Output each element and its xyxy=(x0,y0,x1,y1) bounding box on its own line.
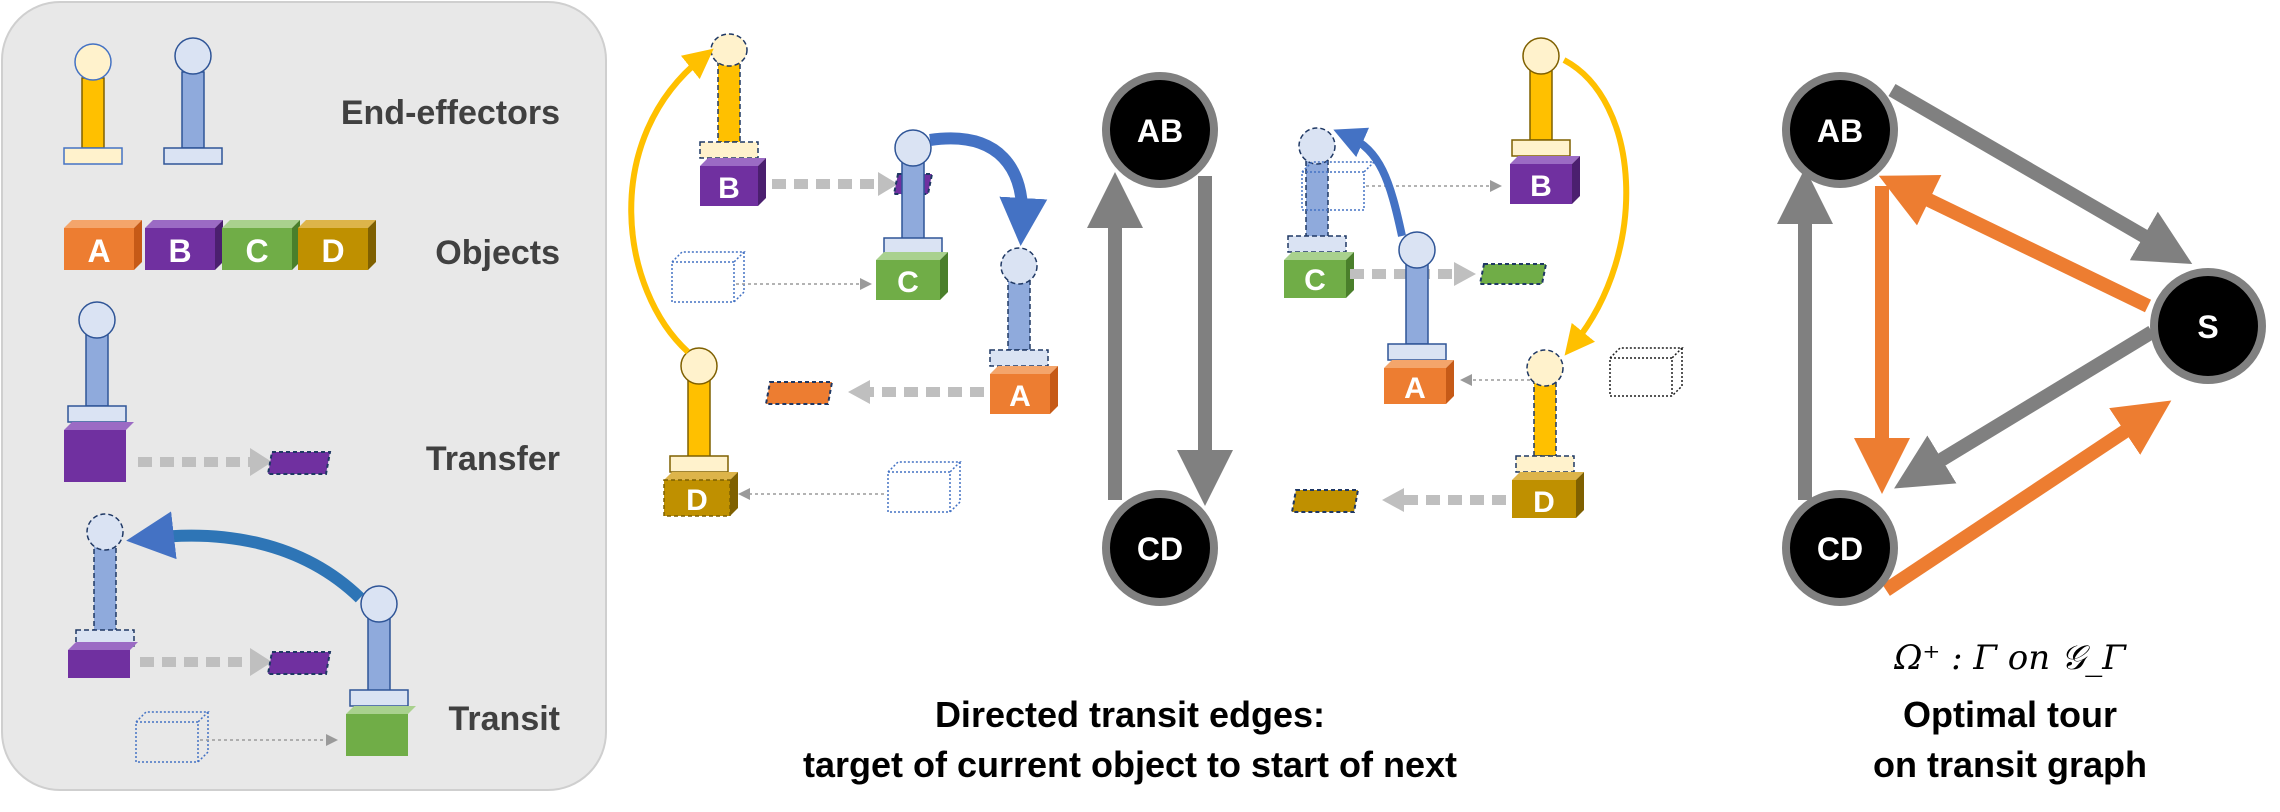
tour-edge-cd-s xyxy=(1882,400,2172,596)
scene-right-c-letter: C xyxy=(1304,264,1326,297)
middle-caption: Directed transit edges: target of curren… xyxy=(700,690,1560,790)
middle-graph: AB CD xyxy=(1087,72,1233,606)
transit-illustration xyxy=(68,511,416,763)
object-b: B xyxy=(145,220,223,270)
edge-s-cd xyxy=(1894,326,2156,489)
scene-right-b-letter: B xyxy=(1530,170,1552,203)
scene-left-d-letter: D xyxy=(686,484,708,517)
object-d: D xyxy=(298,220,376,270)
scene-left: B C A D xyxy=(628,33,1058,517)
objects-label: Objects xyxy=(435,234,560,272)
middle-node-cd-label: CD xyxy=(1137,531,1183,567)
transit-graph: AB S CD xyxy=(1777,72,2266,606)
middle-node-ab: AB xyxy=(1102,72,1218,188)
transit-label: Transit xyxy=(449,700,560,738)
graph-node-ab-label: AB xyxy=(1817,113,1863,149)
middle-node-ab-label: AB xyxy=(1137,113,1183,149)
object-b-letter: B xyxy=(168,233,191,269)
graph-node-s-label: S xyxy=(2197,309,2218,345)
scene-left-a-letter: A xyxy=(1009,380,1031,413)
scene-left-b-letter: B xyxy=(718,172,740,205)
transfer-label: Transfer xyxy=(426,440,560,478)
end-effector-yellow xyxy=(63,43,123,165)
graph-node-cd-label: CD xyxy=(1817,531,1863,567)
end-effectors-label: End-effectors xyxy=(341,94,560,132)
object-d-letter: D xyxy=(321,233,344,269)
right-caption-line2: on transit graph xyxy=(1872,744,2147,785)
middle-caption-line2: target of current object to start of nex… xyxy=(802,744,1458,785)
graph-node-ab: AB xyxy=(1782,72,1898,188)
object-c-letter: C xyxy=(245,233,268,269)
right-caption-line1: Optimal tour xyxy=(1903,694,2117,735)
scene-left-c-letter: C xyxy=(897,266,919,299)
edge-ab-s xyxy=(1888,83,2193,265)
middle-caption-line1: Directed transit edges: xyxy=(934,694,1326,735)
graph-node-cd: CD xyxy=(1782,490,1898,606)
object-c: C xyxy=(222,220,300,270)
object-a-letter: A xyxy=(87,233,110,269)
transfer-illustration xyxy=(64,301,332,482)
right-caption: Optimal tour on transit graph xyxy=(1820,690,2200,790)
scene-right-a-letter: A xyxy=(1404,372,1426,405)
tour-formula: Ω⁺ : Γ on 𝒢_Γ xyxy=(1894,638,2126,678)
tour-edge-s-ab xyxy=(1878,174,2152,313)
graph-node-s: S xyxy=(2150,268,2266,384)
end-effector-blue xyxy=(163,37,223,165)
scene-right: C A B D xyxy=(1284,37,1684,519)
scene-right-d-letter: D xyxy=(1533,486,1555,519)
legend-panel: End-effectors A B C D Objects xyxy=(1,1,607,791)
object-a: A xyxy=(64,220,142,270)
middle-node-cd: CD xyxy=(1102,490,1218,606)
